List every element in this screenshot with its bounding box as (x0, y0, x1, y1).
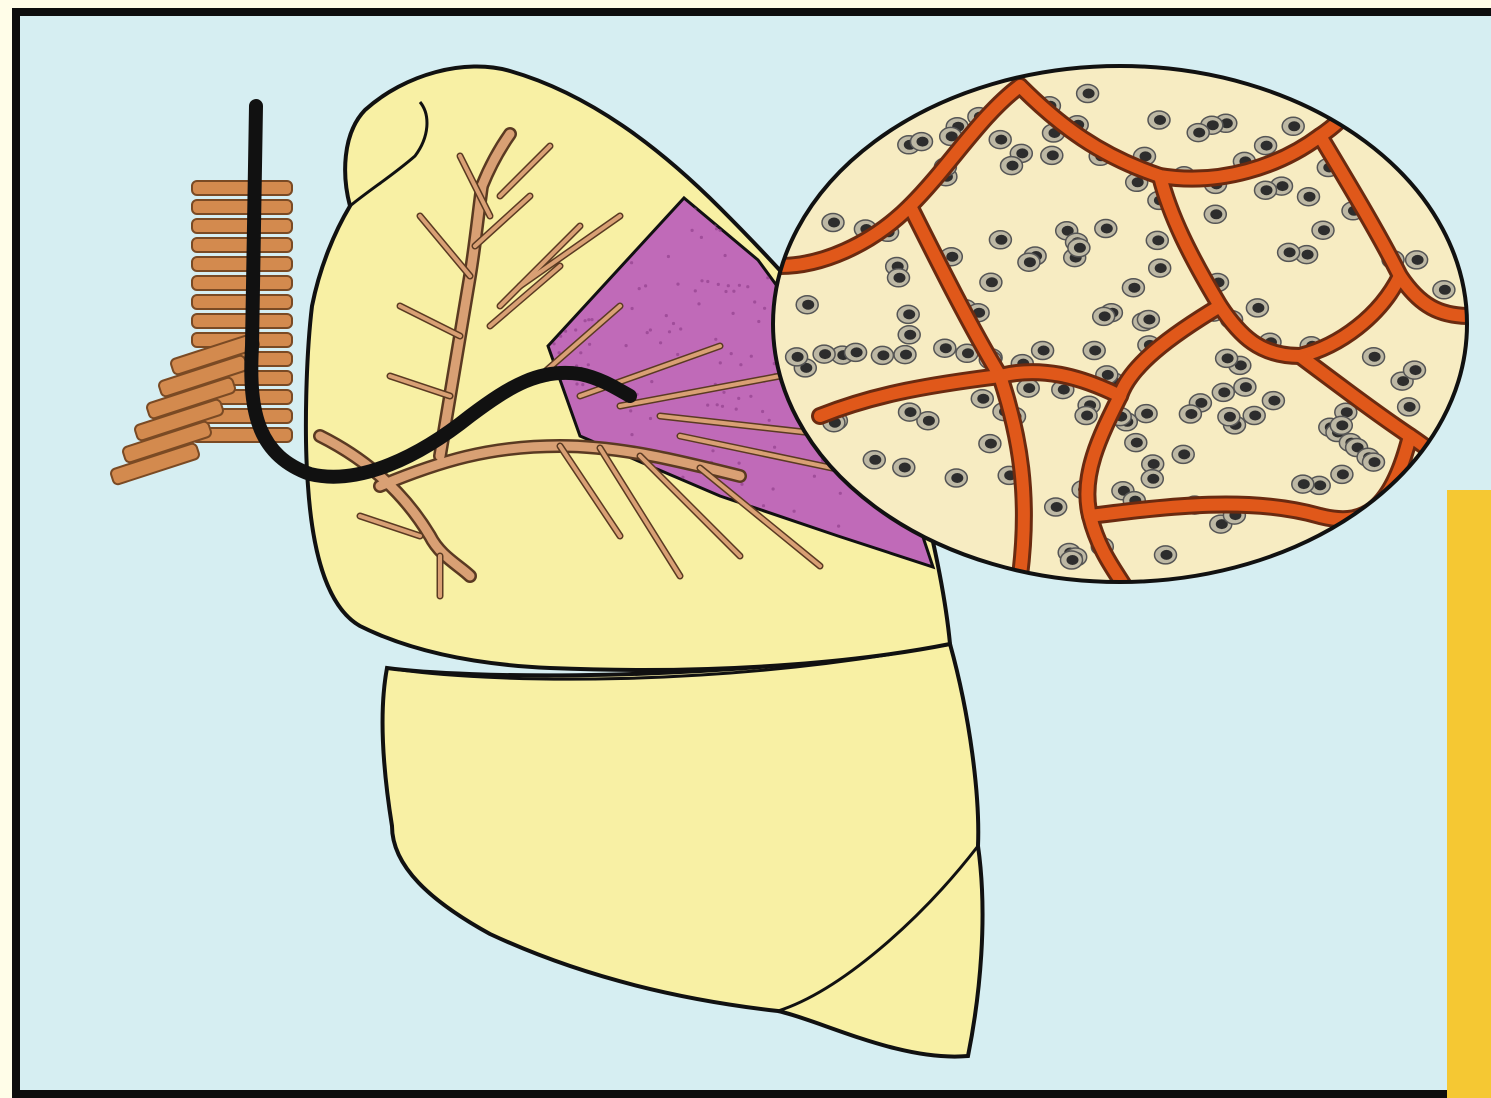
lung-diagram (20, 16, 1491, 1098)
lower-lobe (383, 644, 983, 1057)
illustration-frame (12, 8, 1491, 1098)
accent-sidebar (1447, 490, 1491, 1098)
